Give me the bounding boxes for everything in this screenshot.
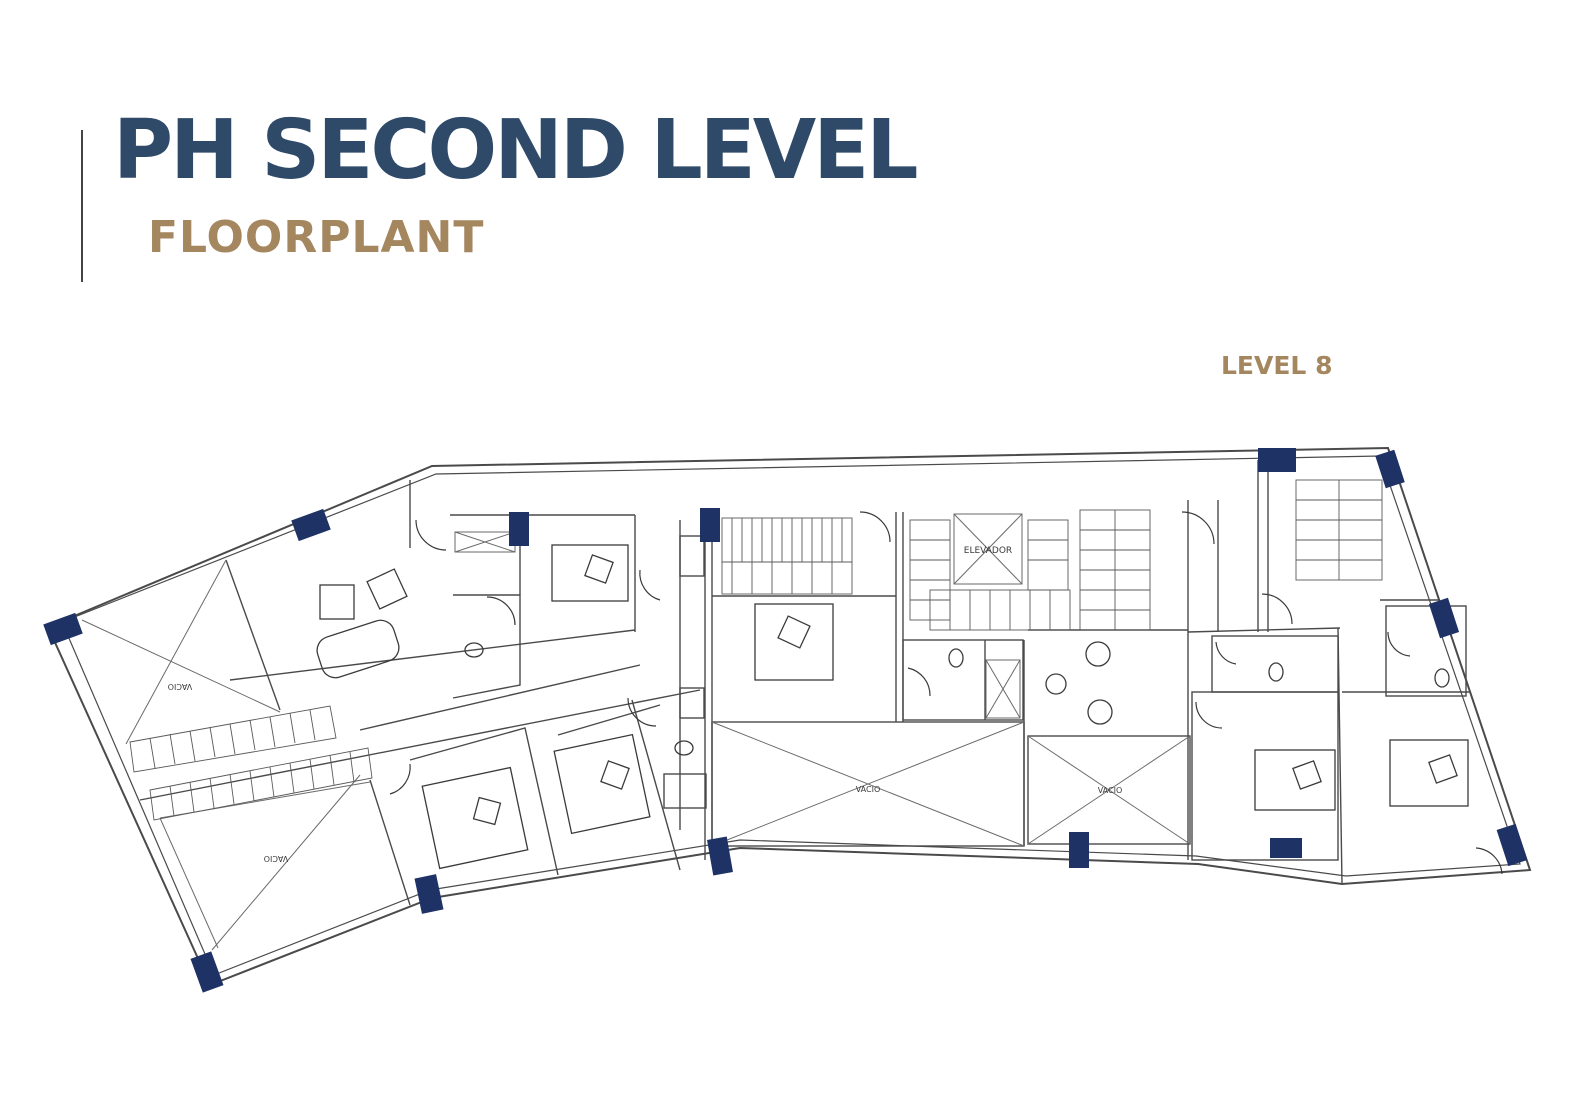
column-icon [43, 612, 83, 646]
toilet-icon [1434, 668, 1450, 688]
door-swing-icon [389, 763, 411, 795]
bed-icon [1254, 749, 1336, 811]
armchair-icon [366, 568, 408, 610]
table-icon [1045, 673, 1067, 695]
plan-stairs [129, 479, 1383, 821]
page-title: PH SECOND LEVEL [113, 103, 918, 198]
void-label-center: VACIO [856, 785, 881, 794]
plan-interior-walls [139, 460, 1470, 906]
toilet-icon [674, 740, 694, 756]
door-swing-icon [639, 569, 661, 601]
bed-icon [553, 733, 651, 835]
void-label-bottom-left: VACIO [264, 854, 289, 863]
column-icon [707, 836, 733, 876]
column-icon [291, 508, 331, 542]
bed-icon [754, 603, 834, 681]
door-swing-icon [859, 511, 891, 543]
door-swing-icon [1195, 701, 1223, 729]
plan-columns [43, 448, 1528, 993]
plan-doors [389, 511, 1503, 875]
void-label-right: VACIO [1098, 786, 1123, 795]
door-swing-icon [907, 667, 931, 697]
toilet-icon [1268, 662, 1284, 682]
door-swing-icon [486, 596, 516, 626]
void-label-left: VACIO [168, 682, 193, 691]
building-outline-inner [61, 455, 1521, 976]
column-icon [1496, 823, 1528, 867]
column-icon [190, 951, 224, 993]
plan-outer-walls [46, 446, 1532, 987]
door-swing-icon [627, 697, 657, 727]
page-subtitle: FLOORPLANT [148, 212, 485, 263]
column-icon [700, 508, 720, 542]
bed-icon [421, 766, 529, 870]
toilet-icon [464, 642, 484, 658]
column-icon [509, 512, 529, 546]
plan-void-areas [81, 513, 1191, 951]
door-swing-icon [1387, 631, 1411, 657]
column-icon [1258, 448, 1296, 472]
level-label: LEVEL 8 [1221, 351, 1333, 380]
title-divider [81, 130, 83, 282]
elevator-label: ELEVADOR [964, 546, 1012, 556]
column-icon [1270, 838, 1302, 858]
chair-icon [1085, 641, 1111, 667]
door-swing-icon [1181, 511, 1215, 545]
door-swing-icon [1215, 641, 1237, 665]
column-icon [1375, 449, 1405, 489]
sofa-icon [316, 619, 400, 679]
door-swing-icon [1475, 847, 1503, 875]
chair-icon [1087, 699, 1113, 725]
door-swing-icon [1261, 593, 1293, 625]
armchair-icon [319, 584, 355, 620]
building-outline [46, 446, 1532, 987]
column-icon [1069, 832, 1089, 868]
bed-icon [1389, 739, 1469, 807]
bed-icon [551, 544, 629, 602]
column-icon [414, 874, 444, 914]
toilet-icon [948, 648, 964, 668]
column-icon [1428, 597, 1460, 639]
door-swing-icon [415, 519, 447, 551]
plan-furniture [316, 544, 1469, 870]
